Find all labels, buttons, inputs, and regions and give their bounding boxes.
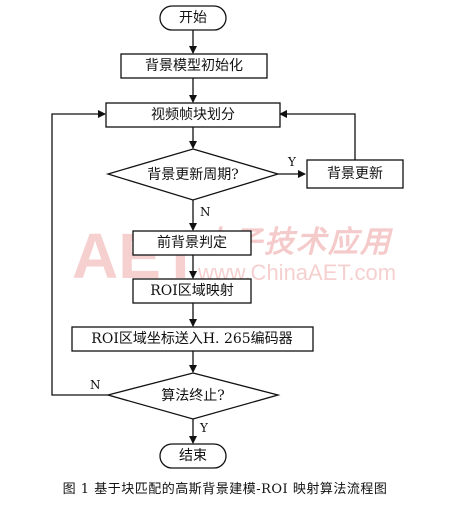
nodes: [71, 5, 404, 469]
node-start-shape: [159, 5, 227, 31]
node-labels: 开始 背景模型初始化 视频帧块划分 背景更新周期? 背景更新 前背景判定 ROI…: [91, 10, 383, 464]
node-end-label: 结束: [179, 448, 207, 464]
node-cycle-label: 背景更新周期?: [147, 167, 239, 183]
edge-update-blocks: [279, 110, 356, 160]
edges: [51, 30, 356, 444]
node-start-label: 开始: [179, 10, 207, 26]
node-end-shape: [159, 443, 227, 469]
node-blocks-shape: [105, 102, 281, 128]
flowchart: AET 电子技术应用 www.ChinaAET.com 开始 背景模型初始化 视…: [51, 5, 404, 469]
figure-caption: 图 1 基于块匹配的高斯背景建模-ROI 映射算法流程图: [62, 482, 388, 497]
edge-endcheck-blocks: [51, 110, 108, 396]
node-blocks-label: 视频帧块划分: [151, 107, 235, 123]
edge-label-cycle-yes: Y: [287, 155, 297, 169]
edge-label-end-yes: Y: [199, 421, 209, 435]
node-update-label: 背景更新: [327, 166, 383, 182]
node-fg-label: 前背景判定: [157, 234, 227, 251]
node-init-label: 背景模型初始化: [145, 57, 243, 74]
edge-label-end-no: N: [90, 378, 101, 392]
node-fg-shape: [132, 230, 252, 256]
node-endcheck-label: 算法终止?: [161, 388, 225, 404]
edge-labels: Y N N Y: [90, 155, 297, 435]
node-roimap-shape: [132, 278, 252, 304]
node-roisend-shape: [71, 326, 314, 352]
node-endcheck-shape: [105, 372, 281, 420]
node-update-shape: [306, 159, 404, 189]
node-roimap-label: ROI区域映射: [150, 283, 234, 299]
node-cycle-shape: [105, 148, 281, 201]
node-roisend-label: ROI区域坐标送入H. 265编码器: [91, 331, 292, 347]
edge-label-cycle-no: N: [200, 205, 211, 219]
node-init-shape: [120, 53, 268, 79]
